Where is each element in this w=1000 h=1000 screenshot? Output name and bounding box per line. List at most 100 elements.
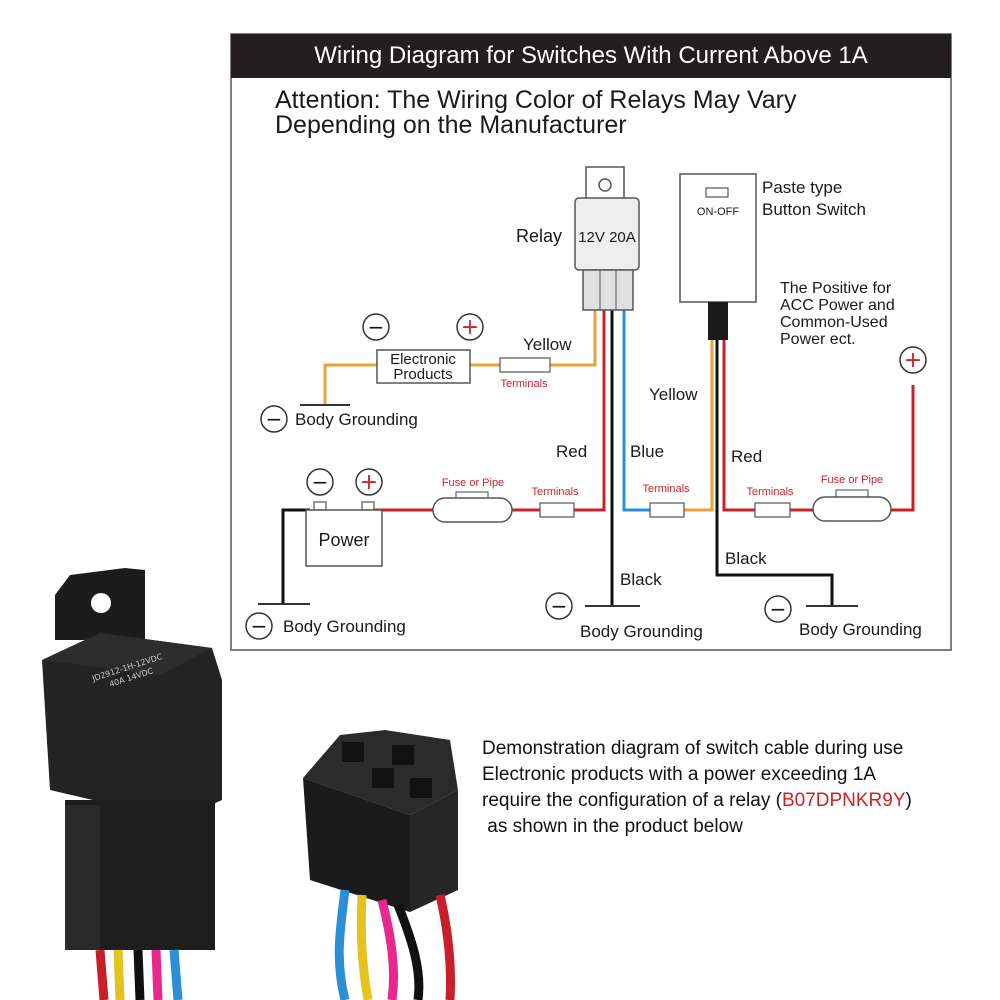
terminal-yellow-label: Terminals: [500, 378, 548, 390]
description-line-3-post: ): [905, 790, 912, 811]
relay-label: Relay: [516, 226, 562, 246]
positive-note-line-1: The Positive for: [780, 280, 892, 297]
relay-rating: 12V 20A: [578, 229, 636, 246]
battery-post-negative: [313, 501, 327, 511]
relay-socket-photo: [303, 730, 458, 1000]
switch-marking: ON-OFF: [697, 206, 739, 218]
terminal-red-1: [539, 502, 575, 518]
battery-body: [305, 509, 383, 567]
wire-label-yellow-switch: Yellow: [649, 385, 698, 404]
socket-slot-4: [410, 778, 432, 798]
yellow-wire-relay: [550, 310, 597, 367]
header-title: Wiring Diagram for Switches With Current…: [314, 42, 868, 69]
fuse-label-2: Fuse or Pipe: [821, 474, 883, 486]
body-grounding-label-4: Body Grounding: [799, 620, 922, 639]
minus-circle-ground-3: [545, 592, 573, 620]
description-line-1: Demonstration diagram of switch cable du…: [482, 738, 904, 759]
relay-module-top: [42, 633, 212, 675]
switch-rocker: [705, 187, 729, 198]
wire-label-black-switch: Black: [725, 549, 767, 568]
relay-module-wire-yellow: [113, 949, 125, 1000]
minus-circle-products: [362, 313, 390, 341]
relay-module-photo: JD2912-1H-12VDC 40A 14VDC: [42, 568, 222, 1000]
description-line-3-pre: require the configuration of a relay (: [482, 790, 782, 811]
relay-socket: [582, 269, 634, 311]
socket-wire-black: [393, 903, 424, 1000]
plus-circle-power: [355, 468, 383, 496]
battery-ground-wire: [281, 508, 310, 603]
wire-label-blue: Blue: [630, 442, 664, 461]
plus-sign-power: +: [360, 470, 378, 495]
wire-label-red-relay: Red: [556, 442, 587, 461]
minus-sign-power: −: [312, 470, 329, 494]
relay-module-body: [42, 633, 222, 820]
socket-side: [410, 790, 458, 912]
minus-circle-ground-4: [764, 595, 792, 623]
description-line-4: as shown in the product below: [482, 816, 743, 837]
body-grounding-label-3: Body Grounding: [580, 622, 703, 641]
fuse-2-clip: [835, 489, 869, 498]
plus-circle-products: [456, 313, 484, 341]
wire-label-red-switch: Red: [731, 447, 762, 466]
relay-tab-hole: [598, 178, 612, 192]
fuse-2-body: [812, 496, 892, 522]
socket-wire-pink: [377, 898, 399, 1000]
attention-line-2: Depending on the Manufacturer: [275, 111, 627, 139]
socket-wire-blue: [334, 889, 350, 1000]
plus-sign-acc: +: [904, 348, 922, 373]
red-wire-relay: [574, 310, 606, 512]
minus-circle-power: [306, 468, 334, 496]
part-number-link[interactable]: B07DPNKR9Y: [781, 790, 906, 811]
fuse-1-body: [432, 497, 513, 523]
electronic-products-line-1: Electronic: [390, 351, 456, 368]
blue-wire-relay: [622, 310, 650, 512]
minus-sign-ground-2: −: [251, 614, 268, 638]
terminal-blue: [649, 502, 685, 518]
red-wire-fuse-to-positive: [890, 385, 915, 512]
fuse-label-1: Fuse or Pipe: [442, 477, 504, 489]
plus-circle-acc: [899, 346, 927, 374]
terminal-blue-label: Terminals: [642, 483, 690, 495]
minus-sign-products: −: [368, 315, 385, 339]
relay-module-tab-hole: [91, 593, 111, 613]
description-line-3: require the configuration of a relay (B0…: [482, 788, 992, 814]
socket-slot-2: [392, 745, 414, 765]
minus-sign-ground-3: −: [551, 594, 568, 618]
terminal-red-label-1: Terminals: [531, 486, 579, 498]
relay-module-wire-black: [133, 949, 145, 1000]
terminal-yellow: [499, 357, 551, 373]
switch-cable-sleeve: [708, 302, 728, 340]
minus-sign-ground-4: −: [770, 597, 787, 621]
switch-label-line-1: Paste type: [762, 178, 842, 197]
attention-line-1: Attention: The Wiring Color of Relays Ma…: [275, 86, 797, 114]
relay-module-wire-red: [95, 949, 109, 1000]
black-wire-switch: [715, 340, 834, 606]
power-label: Power: [318, 530, 369, 550]
relay-module-wire-blue: [169, 949, 183, 1000]
terminal-red-label-2: Terminals: [746, 486, 794, 498]
relay-module-housing-side: [65, 805, 100, 950]
socket-slot-3: [372, 768, 394, 788]
electronic-products-line-2: Products: [393, 366, 452, 383]
minus-circle-ground-2: [245, 612, 273, 640]
description-line-2: Electronic products with a power exceedi…: [482, 764, 876, 785]
header-bar: [231, 34, 951, 78]
yellow-wire-products-to-ground: [323, 363, 378, 405]
electronic-products-box: [376, 349, 471, 384]
positive-note-line-4: Power ect.: [780, 331, 856, 348]
plus-sign-products: +: [461, 315, 479, 340]
battery-post-positive: [361, 501, 375, 511]
socket-slot-1: [342, 742, 364, 762]
switch-label-line-2: Button Switch: [762, 200, 866, 219]
socket-wire-yellow: [356, 894, 373, 1000]
minus-circle-ground-1: [260, 405, 288, 433]
socket-wire-red: [435, 893, 456, 1000]
body-grounding-label-2: Body Grounding: [283, 617, 406, 636]
relay-module-wire-pink: [151, 949, 163, 1000]
wire-label-yellow-relay: Yellow: [523, 335, 572, 354]
yellow-wire-switch: [684, 340, 714, 512]
positive-note-line-3: Common-Used: [780, 314, 888, 331]
terminal-red-2: [754, 502, 791, 518]
body-grounding-label-1: Body Grounding: [295, 410, 418, 429]
